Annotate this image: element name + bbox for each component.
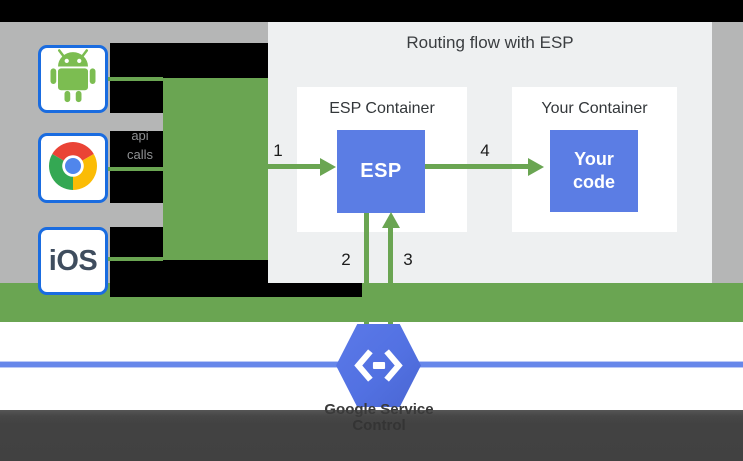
arrow-3-line [388,228,393,327]
step-1-label: 1 [273,141,283,160]
top-black-bar [0,0,743,22]
step-2-label: 2 [341,250,351,269]
esp-container-title: ESP Container [329,100,435,117]
arrow-1-line [268,164,322,169]
your-container-title: Your Container [541,100,648,117]
api-calls-line2: calls [126,147,153,162]
api-calls-label: api calls [113,126,167,164]
bottom-black-backdrop [110,283,362,297]
your-code-line1: Your [574,149,614,169]
arrow-4-head-icon [528,157,544,176]
android-client-box [38,45,108,113]
android-connector-line [108,77,163,81]
service-name-label: Google Service Control [279,402,479,434]
esp-node: ESP [337,130,425,213]
arrow-3-head-icon [381,212,400,228]
step-4-label: 4 [480,141,490,160]
arrow-2-line [364,213,369,327]
ios-client-box: iOS [38,227,108,295]
your-code-line2: code [572,172,615,192]
your-code-node: Your code [550,130,638,212]
service-name-line1: Google Service [324,401,434,418]
arrow-1-head-icon [320,157,336,176]
chrome-connector-line [108,167,163,171]
gateway-green-bar [163,78,268,260]
android-icon [48,49,98,109]
arrow-4-line [425,164,529,169]
panel-title: Routing flow with ESP [406,33,574,52]
cloud-endpoints-hexagon-icon [336,324,421,407]
service-name-line2: Control [352,417,406,434]
chrome-client-box [38,133,108,203]
step-3-label: 3 [403,250,413,269]
api-calls-line1: api [131,128,149,143]
ios-label: iOS [48,244,98,277]
ios-connector-line [108,257,163,261]
chrome-icon [45,138,101,199]
bottom-dark-band [0,410,743,461]
